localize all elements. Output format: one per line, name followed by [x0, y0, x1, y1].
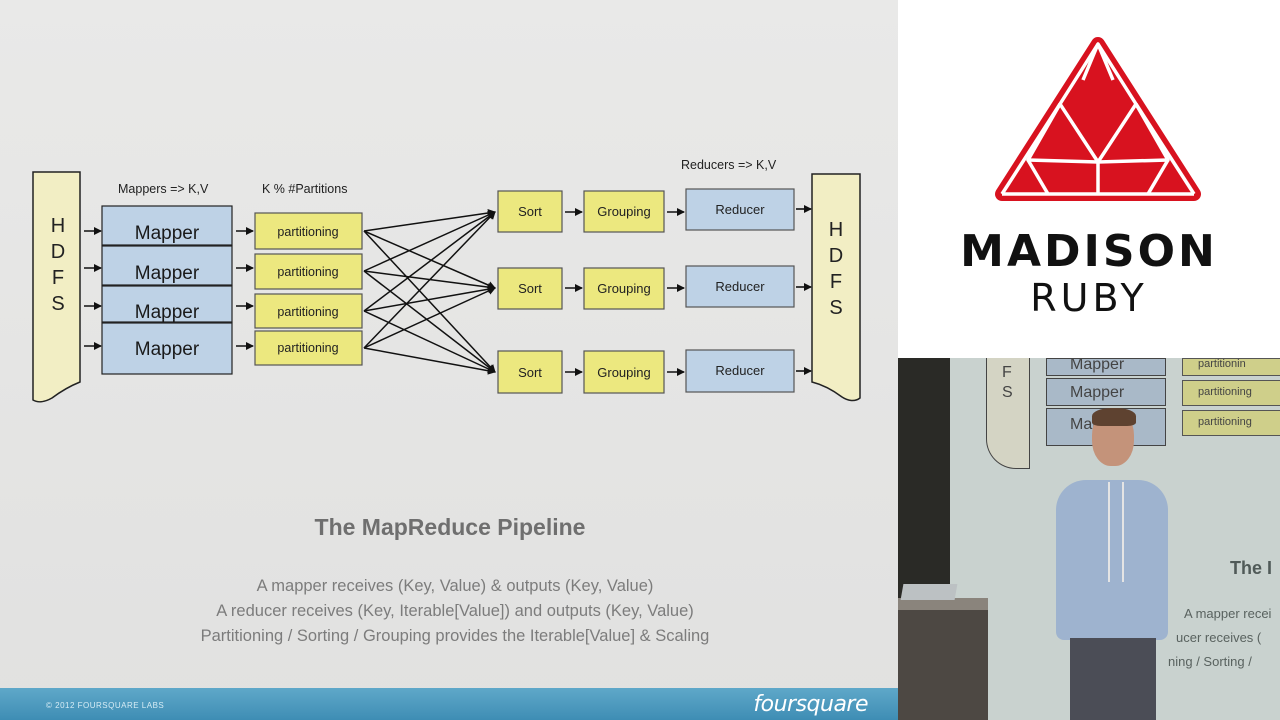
speaker-shirt	[1056, 480, 1168, 640]
mapper-label: Mapper	[135, 263, 200, 284]
bullet-line: A mapper receives (Key, Value) & outputs…	[256, 577, 654, 595]
mapper-box	[101, 322, 233, 375]
sort-label: Sort	[518, 204, 542, 219]
projected-mapper-label: Mapper	[1070, 384, 1125, 401]
presentation-slide: H D F S H D F S Mappers => K,V K % #Part…	[0, 0, 898, 720]
hdfs-input-letter: S	[51, 293, 64, 315]
partitions-header: K % #Partitions	[262, 182, 347, 196]
grouping-label: Grouping	[597, 365, 650, 380]
reducer-box	[685, 265, 795, 308]
reducer-label: Reducer	[715, 202, 765, 217]
logo-word-madison: MADISON	[960, 226, 1218, 277]
hdfs-input-letter: H	[51, 215, 65, 237]
projected-mapper-label: Mapper	[1070, 358, 1125, 373]
hdfs-input-shape	[32, 171, 81, 403]
copyright-text: © 2012 FOURSQUARE LABS	[46, 701, 165, 710]
projected-hdfs-shape	[986, 358, 1030, 469]
reducer-box	[685, 188, 795, 231]
projected-partition-label: partitioning	[1198, 386, 1252, 398]
speaker-camera-feed: F S Mapper Mapper Mapp partitionin parti…	[898, 358, 1280, 720]
hdfs-input-letter: F	[52, 267, 64, 289]
reducer-label: Reducer	[715, 363, 765, 378]
sort-label: Sort	[518, 281, 542, 296]
projected-bullet-fragment: A mapper recei	[1184, 606, 1272, 621]
partition-label: partitioning	[277, 341, 338, 355]
mappers-header: Mappers => K,V	[118, 182, 209, 196]
hdfs-output-letter: D	[829, 245, 843, 267]
madison-ruby-logo-panel: MADISON RUBY	[898, 0, 1280, 358]
partition-box	[254, 330, 363, 366]
projected-mapper-box	[1046, 358, 1166, 376]
mapper-box	[101, 285, 233, 323]
projected-hdfs-letter: S	[1002, 384, 1013, 401]
slide-footer: © 2012 FOURSQUARE LABS foursquare	[0, 688, 898, 720]
podium	[898, 606, 988, 720]
logo-word-ruby: RUBY	[1030, 276, 1148, 320]
partition-box	[254, 212, 363, 250]
grouping-box	[583, 267, 665, 310]
partition-box	[254, 253, 363, 290]
sort-box	[497, 190, 563, 233]
foursquare-logo: foursquare	[753, 692, 868, 717]
projected-partition-label: partitionin	[1198, 358, 1246, 370]
hdfs-output-letter: S	[829, 297, 842, 319]
projected-bullet-fragment: ucer receives (	[1176, 630, 1262, 645]
reducers-header: Reducers => K,V	[681, 158, 777, 172]
projected-partition-box	[1182, 410, 1280, 436]
partition-label: partitioning	[277, 265, 338, 279]
partition-label: partitioning	[277, 225, 338, 239]
reducer-box	[685, 349, 795, 393]
projected-title-fragment: The I	[1230, 558, 1273, 578]
mapper-label: Mapper	[135, 339, 200, 360]
sort-box	[497, 350, 563, 394]
partition-label: partitioning	[277, 305, 338, 319]
projected-bullet-fragment: ning / Sorting /	[1168, 654, 1252, 669]
hdfs-output-letter: F	[830, 271, 842, 293]
slide-title: The MapReduce Pipeline	[314, 514, 586, 540]
bullet-line: A reducer receives (Key, Iterable[Value]…	[216, 602, 694, 620]
sort-box	[497, 267, 563, 310]
hdfs-input-letter: D	[51, 241, 65, 263]
mapper-box	[101, 205, 233, 246]
grouping-label: Grouping	[597, 281, 650, 296]
projected-partition-box	[1182, 380, 1280, 406]
laptop	[900, 584, 958, 600]
speaker	[1048, 408, 1178, 720]
hdfs-output-letter: H	[829, 219, 843, 241]
mapper-label: Mapper	[135, 302, 200, 323]
partition-box	[254, 293, 363, 329]
projected-mapper-box	[1046, 378, 1166, 406]
bullet-line: Partitioning / Sorting / Grouping provid…	[200, 627, 710, 645]
grouping-box	[583, 190, 665, 233]
shuffle-arrows	[363, 209, 496, 375]
slide-bullets: A mapper receives (Key, Value) & outputs…	[100, 574, 810, 649]
projected-hdfs-letter: F	[1002, 364, 1012, 381]
grouping-box	[583, 350, 665, 394]
speaker-hair	[1092, 408, 1136, 426]
reducer-label: Reducer	[715, 279, 765, 294]
mapper-box	[101, 245, 233, 286]
grouping-label: Grouping	[597, 204, 650, 219]
projected-partition-label: partitioning	[1198, 416, 1252, 428]
ruby-gem-icon	[995, 37, 1201, 201]
mapper-label: Mapper	[135, 223, 200, 244]
speaker-pants	[1070, 638, 1156, 720]
projected-partition-box	[1182, 358, 1280, 376]
podium-top	[898, 598, 988, 610]
sort-label: Sort	[518, 365, 542, 380]
hdfs-output-shape	[811, 173, 861, 402]
speaker-lanyard	[1108, 482, 1124, 582]
mapreduce-pipeline-diagram: H D F S H D F S Mappers => K,V K % #Part…	[32, 158, 861, 403]
